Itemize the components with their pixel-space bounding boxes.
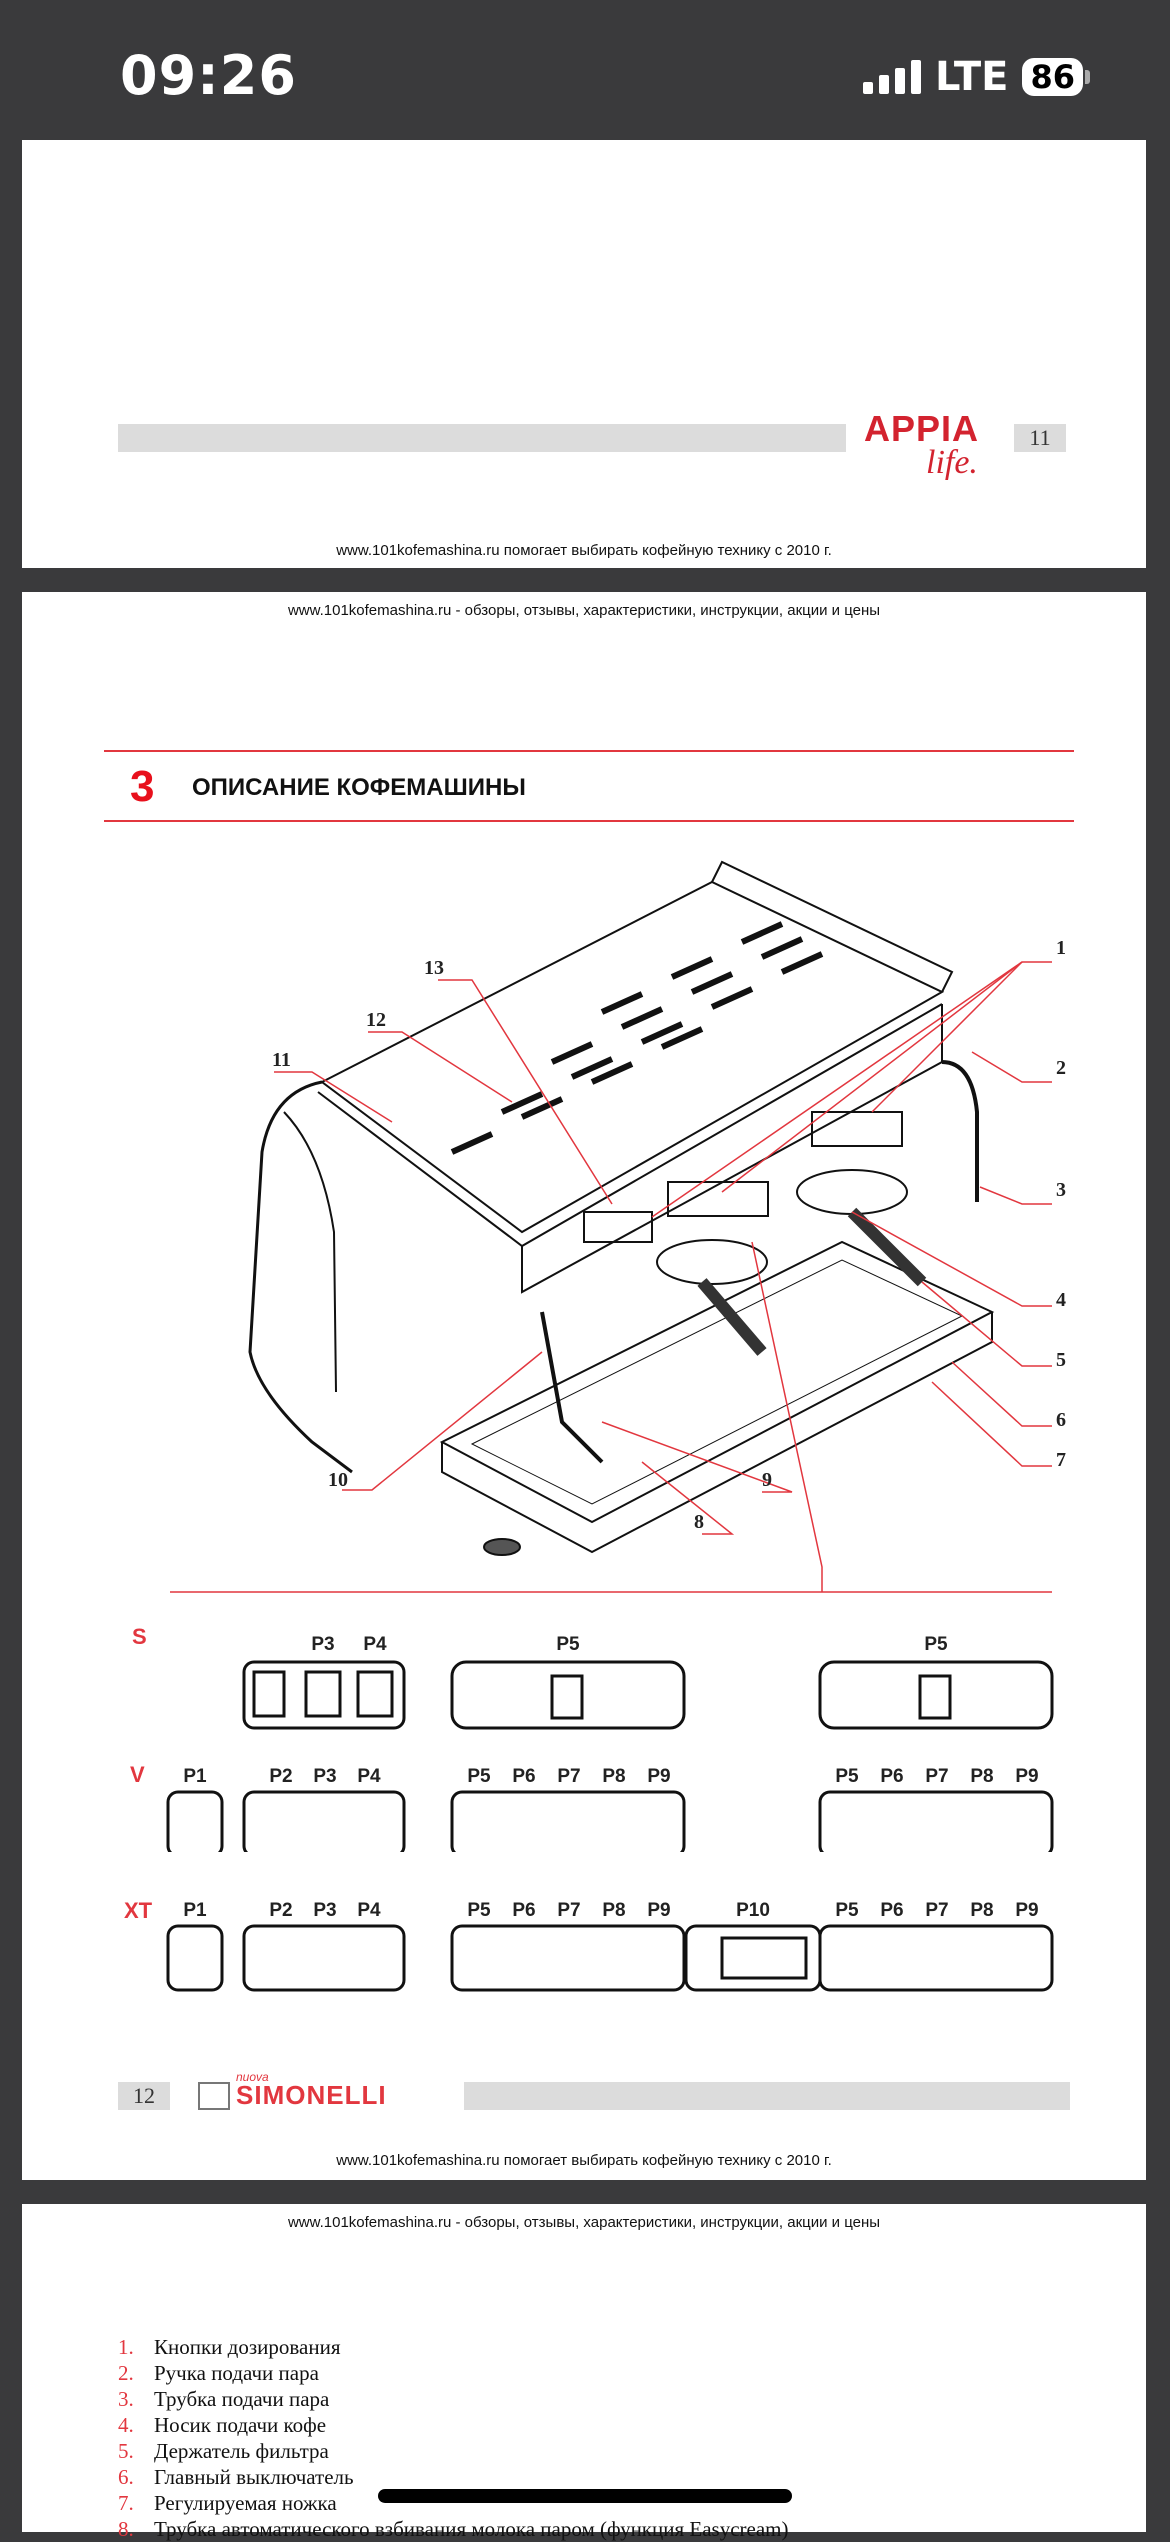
list-item: 7.Регулируемая ножка <box>118 2491 337 2515</box>
header-url: www.101kofemashina.ru - обзоры, отзывы, … <box>287 2214 881 2231</box>
simonelli-logo-name: SIMONELLI <box>236 2080 387 2110</box>
coffee-machine-illustration: 1 2 3 4 5 6 7 8 9 10 11 12 13 <box>170 860 1066 1593</box>
cellular-signal-icon <box>862 60 921 94</box>
row-label-s: S <box>132 1624 147 1649</box>
simonelli-logo: nuova SIMONELLI <box>198 2070 387 2111</box>
callout-2: 2 <box>1056 1057 1066 1079</box>
label-s-p5-right: P5 <box>924 1634 948 1655</box>
label-s-p3: P3 <box>311 1634 334 1655</box>
list-item: 3.Трубка подачи пара <box>118 2387 330 2411</box>
callout-5: 5 <box>1056 1349 1066 1371</box>
label-xt-p1: P1 <box>183 1900 207 1921</box>
section-number: 3 <box>130 762 155 811</box>
header-bar <box>118 424 846 452</box>
label-v-p6: P6 <box>512 1766 535 1787</box>
label-xt-p6-r: P6 <box>880 1900 903 1921</box>
simonelli-mark-icon <box>198 2081 230 2110</box>
label-xt-p5: P5 <box>467 1900 491 1921</box>
callout-1: 1 <box>1056 937 1066 959</box>
button-panels-xt: P1 P2 P3 P4 P5 P6 P7 P8 P9 P10 P5 P6 P7 … <box>166 1900 1054 1992</box>
status-bar: 09:26 LTE 86 <box>0 0 1170 140</box>
label-xt-p3: P3 <box>313 1900 336 1921</box>
document-page-12[interactable]: www.101kofemashina.ru - обзоры, отзывы, … <box>22 592 1146 2180</box>
label-xt-p9: P9 <box>647 1900 670 1921</box>
header-url: www.101kofemashina.ru - обзоры, отзывы, … <box>287 602 881 619</box>
label-v-p7-r: P7 <box>925 1766 948 1787</box>
page-number: 12 <box>118 2082 170 2110</box>
appia-logo-text: APPIA <box>864 408 980 449</box>
footer-bar <box>464 2082 1070 2110</box>
row-label-v: V <box>130 1762 145 1787</box>
label-v-p9: P9 <box>647 1766 670 1787</box>
label-xt-p6: P6 <box>512 1900 535 1921</box>
callout-11: 11 <box>272 1049 291 1071</box>
label-v-p8: P8 <box>602 1766 625 1787</box>
label-xt-p4: P4 <box>357 1900 381 1921</box>
footer-url: www.101kofemashina.ru помогает выбирать … <box>336 2152 832 2169</box>
callout-9: 9 <box>762 1469 772 1491</box>
status-time: 09:26 <box>120 44 297 107</box>
section-bottom-rule <box>104 820 1074 822</box>
callout-7: 7 <box>1056 1449 1066 1471</box>
callout-3: 3 <box>1056 1179 1066 1201</box>
list-item: 4.Носик подачи кофе <box>118 2413 327 2437</box>
label-v-p4: P4 <box>357 1766 381 1787</box>
battery-icon: 86 <box>1022 58 1090 96</box>
simonelli-logo-small: nuova <box>236 2070 269 2084</box>
label-v-p6-r: P6 <box>880 1766 903 1787</box>
footer-url: www.101kofemashina.ru помогает выбирать … <box>336 542 832 559</box>
callout-13: 13 <box>424 957 444 979</box>
home-indicator[interactable] <box>378 2489 792 2503</box>
page-number: 11 <box>1014 424 1066 452</box>
callout-12: 12 <box>366 1009 386 1031</box>
list-item: 6.Главный выключатель <box>118 2465 354 2489</box>
label-xt-p2: P2 <box>269 1900 292 1921</box>
document-page-13[interactable]: www.101kofemashina.ru - обзоры, отзывы, … <box>22 2204 1146 2541</box>
label-xt-p8-r: P8 <box>970 1900 993 1921</box>
label-v-p2: P2 <box>269 1766 292 1787</box>
label-v-p7: P7 <box>557 1766 580 1787</box>
battery-level: 86 <box>1022 58 1083 96</box>
label-s-p4: P4 <box>363 1634 387 1655</box>
list-item: 2.Ручка подачи пара <box>118 2361 319 2385</box>
label-v-p5-r: P5 <box>835 1766 859 1787</box>
list-item: 5.Держатель фильтра <box>118 2439 329 2463</box>
label-xt-p7-r: P7 <box>925 1900 948 1921</box>
callout-4: 4 <box>1056 1289 1066 1311</box>
label-v-p8-r: P8 <box>970 1766 993 1787</box>
list-item: 8.Трубка автоматического взбивания молок… <box>118 2517 789 2541</box>
label-v-p1: P1 <box>183 1766 207 1787</box>
callout-10: 10 <box>328 1469 348 1491</box>
list-item: 1.Кнопки дозирования <box>118 2335 341 2359</box>
appia-logo-script: life. <box>926 444 978 481</box>
section-top-rule <box>104 750 1074 752</box>
label-xt-p8: P8 <box>602 1900 625 1921</box>
label-xt-p9-r: P9 <box>1015 1900 1038 1921</box>
appia-life-logo: APPIA life. <box>864 408 980 481</box>
label-v-p3: P3 <box>313 1766 336 1787</box>
section-title: ОПИСАНИЕ КОФЕМАШИНЫ <box>192 774 526 801</box>
label-v-p5: P5 <box>467 1766 491 1787</box>
network-type: LTE <box>934 54 1009 100</box>
parts-list: 1.Кнопки дозирования 2.Ручка подачи пара… <box>118 2334 789 2542</box>
callout-8: 8 <box>694 1511 704 1533</box>
label-xt-p7: P7 <box>557 1900 580 1921</box>
callout-6: 6 <box>1056 1409 1066 1431</box>
button-panels-diagram: P3 P4 P5 P5 P1 P2 P3 P4 P5 P6 P7 P8 P9 P… <box>166 1634 1054 1852</box>
row-label-xt: XT <box>124 1898 153 1923</box>
document-page-11[interactable]: APPIA life. 11 www.101kofemashina.ru пом… <box>22 140 1146 568</box>
label-s-p5-left: P5 <box>556 1634 580 1655</box>
label-xt-p5-r: P5 <box>835 1900 859 1921</box>
label-xt-p10: P10 <box>736 1900 770 1921</box>
label-v-p9-r: P9 <box>1015 1766 1038 1787</box>
